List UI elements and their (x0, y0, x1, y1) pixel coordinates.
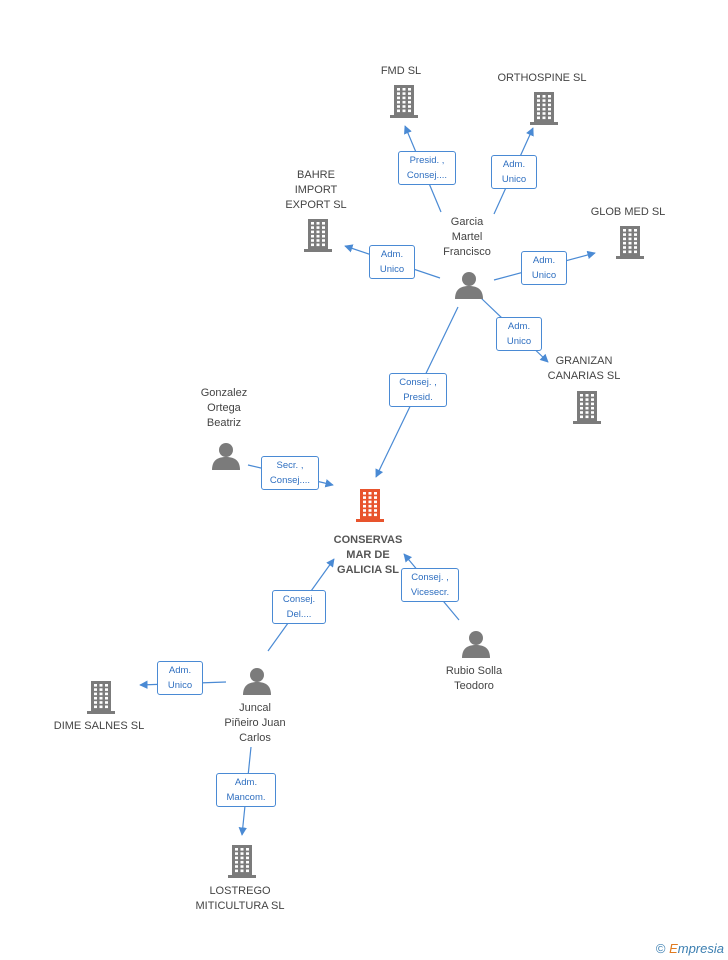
node-label: DIME SALNES SL (53, 720, 145, 732)
edge-label-gonzalez-conservas[interactable]: Secr. , Consej.... (261, 456, 319, 490)
node-label: Rubio Solla Teodoro (445, 665, 503, 692)
brand-initial: E (669, 941, 678, 956)
node-label: LOSTREGO MITICULTURA SL (195, 885, 285, 912)
node-label: BAHRE IMPORT EXPORT SL (285, 169, 347, 211)
brand-rest: mpresia (677, 941, 724, 956)
building-icon (356, 489, 384, 522)
building-icon (228, 845, 256, 878)
node-label: Gonzalez Ortega Beatriz (200, 387, 248, 429)
edge-label-garcia-globmed[interactable]: Adm. Unico (521, 251, 567, 285)
edge-label-garcia-orthospine[interactable]: Adm. Unico (491, 155, 537, 189)
node-label: CONSERVAS MAR DE GALICIA SL (333, 534, 403, 576)
node-label: Juncal Piñeiro Juan Carlos (224, 702, 286, 744)
node-label: Garcia Martel Francisco (443, 216, 491, 258)
edge-label-garcia-conservas[interactable]: Consej. , Presid. (389, 373, 447, 407)
edge-label-garcia-bahre[interactable]: Adm. Unico (369, 245, 415, 279)
person-icon (455, 272, 483, 299)
person-icon (212, 443, 240, 470)
node-label: GRANIZAN CANARIAS SL (547, 355, 621, 382)
node-label: GLOB MED SL (590, 206, 666, 218)
building-icon (530, 92, 558, 125)
node-label: ORTHOSPINE SL (497, 72, 587, 84)
edge-label-juncal-lostrego[interactable]: Adm. Mancom. (216, 773, 276, 807)
edge-label-juncal-conservas[interactable]: Consej. Del.... (272, 590, 326, 624)
building-icon (390, 85, 418, 118)
building-icon (304, 219, 332, 252)
edge-label-garcia-fmd[interactable]: Presid. , Consej.... (398, 151, 456, 185)
edge-label-garcia-granizan[interactable]: Adm. Unico (496, 317, 542, 351)
person-icon (243, 668, 271, 695)
edge-label-juncal-dime[interactable]: Adm. Unico (157, 661, 203, 695)
building-icon (87, 681, 115, 714)
person-icon (462, 631, 490, 658)
empresia-logo: © Empresia (656, 941, 724, 956)
copyright-icon: © (655, 941, 666, 956)
node-label: FMD SL (380, 65, 422, 77)
edge-label-rubio-conservas[interactable]: Consej. , Vicesecr. (401, 568, 459, 602)
building-icon (573, 391, 601, 424)
building-icon (616, 226, 644, 259)
